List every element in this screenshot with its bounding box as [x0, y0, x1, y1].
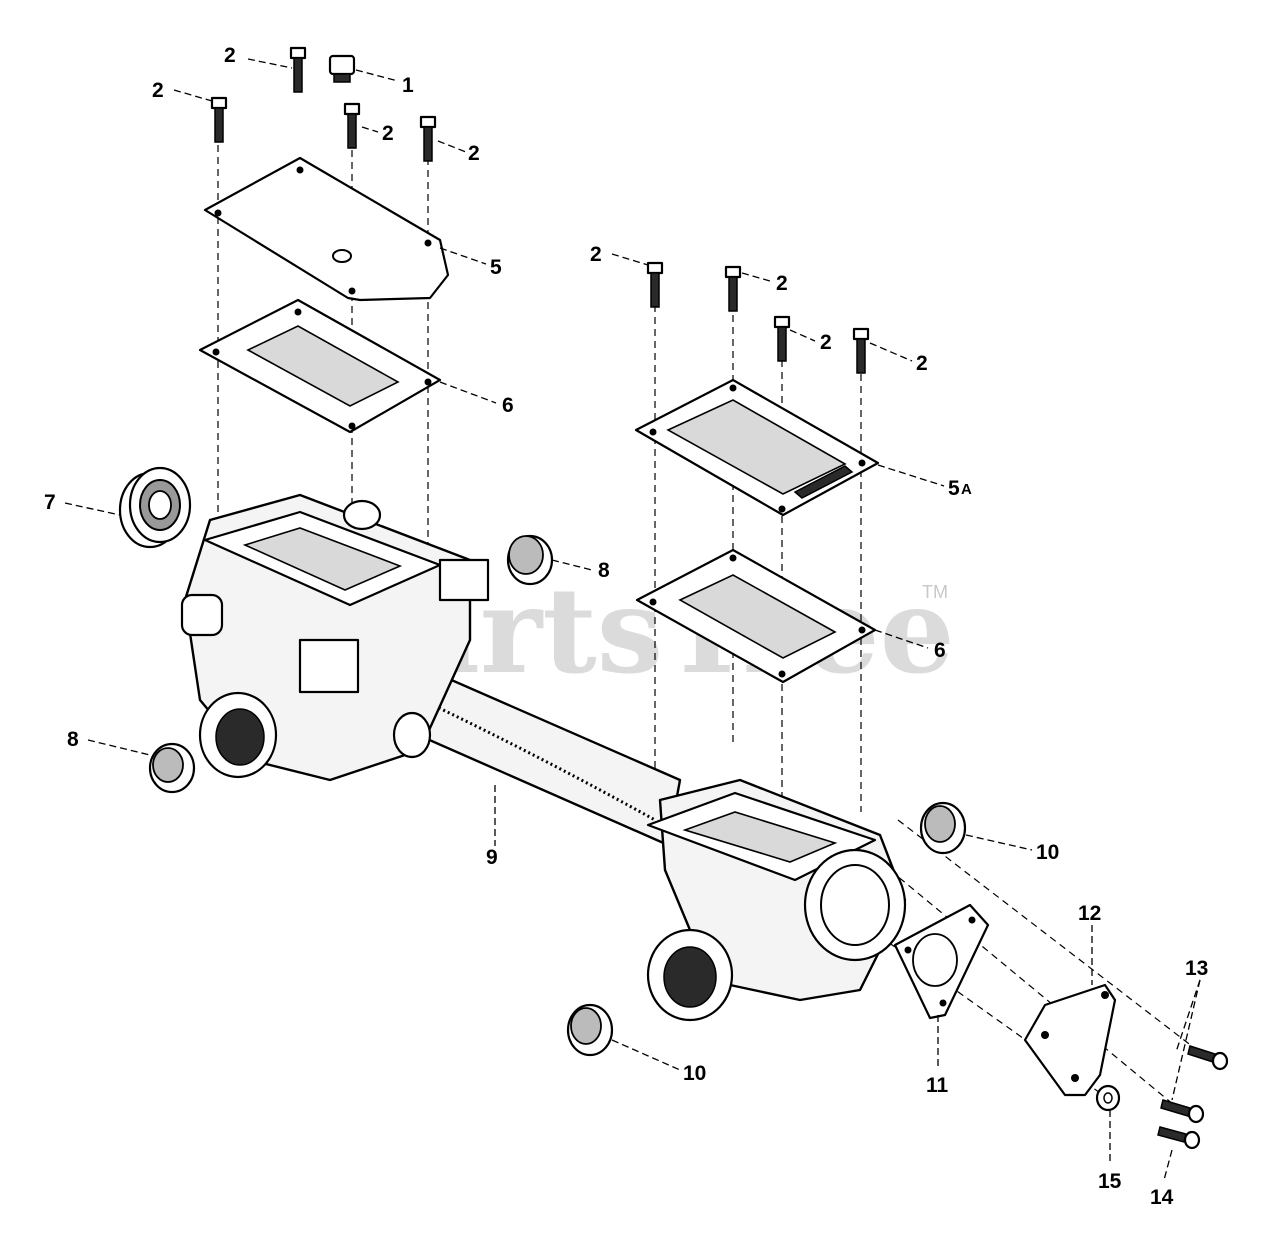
- callout-9: 9: [486, 846, 498, 869]
- cap-screw: [1187, 1045, 1229, 1071]
- bolt: [289, 46, 307, 93]
- lock-washer: [1095, 1084, 1121, 1112]
- bearing: [118, 466, 192, 549]
- bolt: [852, 327, 870, 374]
- left-gasket: [198, 298, 442, 434]
- bolt: [343, 102, 361, 149]
- callout-5: 5: [490, 256, 502, 279]
- callout-8: 8: [67, 728, 79, 751]
- callout-2: 2: [776, 272, 788, 295]
- bushing-right: [919, 801, 967, 855]
- right-cover-plate: [634, 378, 880, 517]
- callout-10: 10: [683, 1062, 706, 1085]
- callout-15: 15: [1098, 1170, 1122, 1193]
- bolt: [646, 261, 664, 308]
- callout-14: 14: [1150, 1186, 1174, 1209]
- axle-housing-casting: [180, 493, 907, 1022]
- callout-13: 13: [1185, 957, 1208, 980]
- bolt: [773, 315, 791, 362]
- bolt: [210, 96, 228, 143]
- callout-5a-number: 5: [948, 477, 960, 500]
- bolt: [419, 115, 437, 162]
- callout-6: 6: [934, 639, 946, 662]
- callout-5a-suffix: A: [961, 481, 972, 498]
- callout-1: 1: [402, 74, 414, 97]
- callout-10: 10: [1036, 841, 1059, 864]
- callout-11: 11: [926, 1074, 949, 1097]
- triangular-gasket: [893, 903, 990, 1020]
- callout-2: 2: [916, 352, 928, 375]
- cap-screw: [1160, 1099, 1205, 1124]
- callout-2: 2: [468, 142, 480, 165]
- bolt: [724, 265, 742, 312]
- bushing-lower: [148, 742, 196, 794]
- callout-2: 2: [382, 122, 394, 145]
- callout-2: 2: [152, 79, 164, 102]
- callout-12: 12: [1078, 902, 1101, 925]
- callout-6: 6: [502, 394, 514, 417]
- cover-bolts: [210, 46, 870, 374]
- right-gasket: [635, 548, 877, 684]
- top-cover-plate: [203, 156, 450, 302]
- callout-7: 7: [44, 491, 56, 514]
- callout-labels: 1 2 2 2 2 2 2 2 2 5 6 5 A 6 7 8 8 9 10 1…: [44, 44, 1208, 1209]
- bushing-upper: [506, 534, 554, 586]
- callout-2: 2: [224, 44, 236, 67]
- callout-8: 8: [598, 559, 610, 582]
- cap-screw: [1157, 1126, 1201, 1150]
- watermark-trademark: TM: [922, 582, 948, 602]
- bushing-bottom: [566, 1003, 614, 1057]
- leader-lines: [64, 58, 1201, 1181]
- pipe-plug: [328, 54, 356, 83]
- callout-2: 2: [590, 243, 602, 266]
- callout-2: 2: [820, 331, 832, 354]
- end-cap-plate: [1023, 983, 1117, 1097]
